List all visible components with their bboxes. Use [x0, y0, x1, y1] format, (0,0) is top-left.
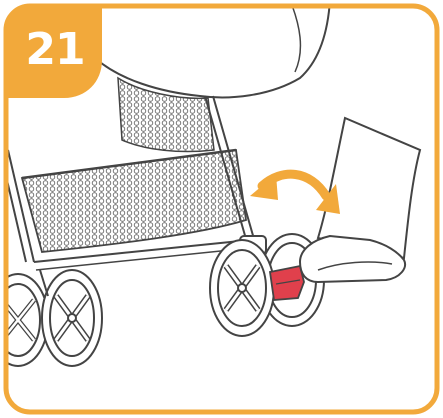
- rear-wheel-front: [210, 240, 274, 336]
- step-badge-shape: [6, 6, 102, 98]
- brake-pedal: [270, 266, 304, 300]
- front-wheel-right: [42, 270, 102, 366]
